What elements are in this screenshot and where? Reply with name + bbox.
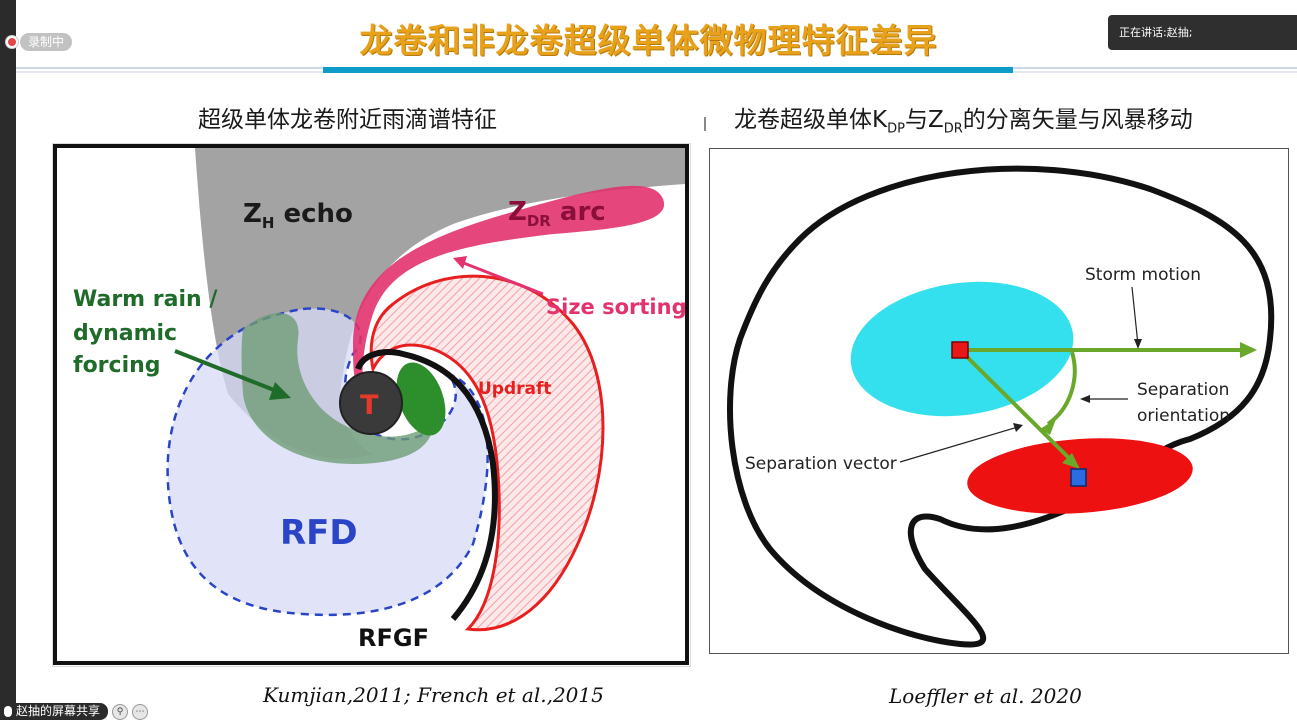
storm-outline: [727, 165, 1275, 648]
zdr-arc-region: [353, 185, 665, 404]
separation-orientation-label-1: Separation: [1137, 380, 1229, 400]
record-icon: [6, 36, 18, 48]
right-citation: Loeffler et al. 2020: [889, 684, 1082, 708]
separation-orientation-arc: [1046, 351, 1077, 426]
screen-share-label: 赵抽的屏幕共享: [16, 704, 101, 718]
warm-rain-arrow: [174, 349, 280, 394]
tornado-marker: [339, 371, 403, 435]
screen-share-bar: 赵抽的屏幕共享 ⚲ ⋯: [0, 703, 149, 720]
updraft-label: Updraft: [478, 379, 552, 399]
title-accent-bar: [323, 67, 1013, 73]
zoom-icon[interactable]: ⚲: [112, 703, 129, 720]
separation-vector-diagram: Storm motion Separation orientation Sepa…: [727, 165, 1275, 648]
separation-vector-arrow: [958, 348, 1074, 463]
more-icon[interactable]: ⋯: [132, 703, 149, 720]
kdp-centroid-marker: [951, 341, 969, 359]
separation-vector-leader: [899, 426, 1019, 463]
warm-rain-label-1: Warm rain /: [73, 287, 218, 312]
warm-rain-label-2: dynamic: [73, 321, 177, 346]
dsd-diagram-panel: ZH echo ZDR arc Size sorting Warm rain /…: [52, 143, 691, 667]
separation-vector-label: Separation vector: [745, 454, 897, 474]
inner-green-core: [396, 362, 446, 436]
dsd-diagram: ZH echo ZDR arc Size sorting Warm rain /…: [53, 144, 689, 665]
storm-motion-leader: [1131, 286, 1139, 346]
tornado-label: T: [360, 390, 379, 421]
slide-title: 龙卷和非龙卷超级单体微物理特征差异: [359, 21, 938, 60]
speaking-indicator: 正在讲话:赵抽;: [1108, 15, 1297, 50]
microphone-icon: [4, 706, 12, 717]
screen-share-indicator[interactable]: 赵抽的屏幕共享: [0, 703, 109, 720]
zh-echo-label: ZH echo: [243, 199, 353, 232]
warm-rain-label-3: forcing: [73, 353, 161, 378]
separation-vector-panel: Storm motion Separation orientation Sepa…: [709, 148, 1289, 654]
zdr-arc-label: ZDR arc: [508, 197, 606, 230]
updraft-region: [369, 274, 605, 632]
rfgf-label: RFGF: [358, 624, 429, 652]
app-left-strip: [0, 0, 16, 720]
recording-label: 录制中: [20, 33, 73, 51]
warm-rain-region: [241, 312, 433, 464]
size-sorting-arrow: [460, 260, 544, 296]
recording-indicator[interactable]: [6, 31, 18, 53]
separation-orientation-label-2: orientation: [1137, 406, 1230, 426]
left-citation: Kumjian,2011; French et al.,2015: [263, 683, 604, 707]
rfd-label: RFD: [280, 513, 358, 553]
heading-separator: [704, 117, 706, 131]
left-section-heading: 超级单体龙卷附近雨滴谱特征: [198, 107, 497, 133]
right-section-heading: 龙卷超级单体KDP与ZDR的分离矢量与风暴移动: [734, 107, 1193, 137]
storm-motion-label: Storm motion: [1085, 265, 1201, 285]
size-sorting-label: Size sorting: [546, 295, 687, 319]
zdr-centroid-marker: [1070, 468, 1087, 487]
rfgf-line: [355, 349, 498, 621]
